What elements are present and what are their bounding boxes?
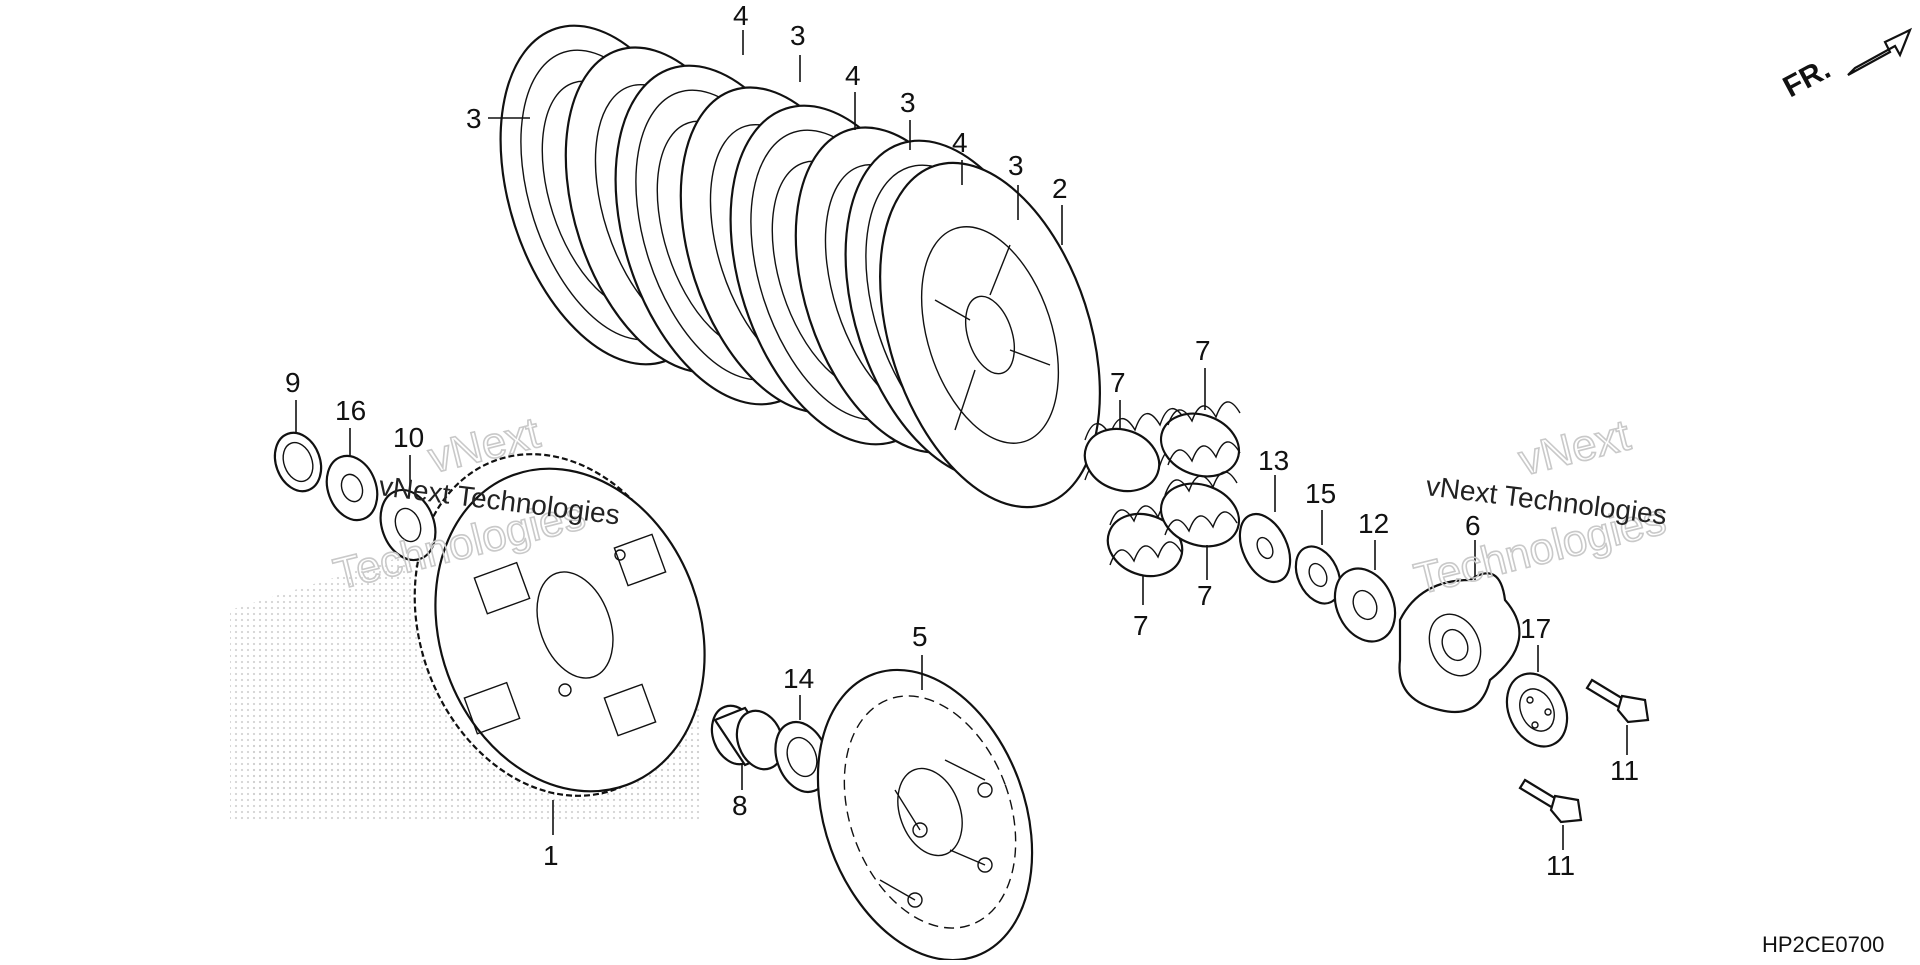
lock-washer-16	[325, 454, 379, 522]
callout-1: 1	[543, 840, 559, 871]
seal-9	[273, 431, 323, 493]
callout-2: 2	[1052, 173, 1068, 204]
callout-14: 14	[783, 663, 814, 694]
callout-8: 8	[732, 790, 748, 821]
front-direction-indicator: FR.	[1778, 27, 1913, 104]
callout-5: 5	[912, 621, 928, 652]
spring-7c	[1106, 501, 1184, 578]
spring-7b	[1159, 401, 1241, 478]
front-label: FR.	[1778, 52, 1836, 104]
bolt-11b	[1518, 778, 1583, 824]
washer-13	[1238, 512, 1292, 584]
callout-3: 3	[1008, 150, 1024, 181]
callout-7: 7	[1195, 335, 1211, 366]
leader-lines	[295, 30, 1628, 850]
callout-4: 4	[952, 127, 968, 158]
lifter-plate-12	[1333, 567, 1397, 643]
lifter-6	[1398, 572, 1521, 714]
callout-10: 10	[393, 422, 424, 453]
callout-4: 4	[733, 0, 749, 31]
clutch-center-5	[816, 668, 1034, 962]
callout-3: 3	[900, 87, 916, 118]
callout-3: 3	[466, 103, 482, 134]
callout-7: 7	[1110, 367, 1126, 398]
callout-15: 15	[1305, 478, 1336, 509]
callout-4: 4	[845, 60, 861, 91]
front-arrow-icon	[1847, 27, 1913, 76]
callout-12: 12	[1358, 508, 1389, 539]
callout-9: 9	[285, 367, 301, 398]
callout-17: 17	[1520, 613, 1551, 644]
callout-16: 16	[335, 395, 366, 426]
bolt-11a	[1585, 678, 1650, 724]
callout-labels: 3 4 3 4 3 4 3 2 9 16 10 1 8 14 5 7 7 7 7…	[285, 0, 1639, 881]
callout-3: 3	[790, 20, 806, 51]
callout-6: 6	[1465, 510, 1481, 541]
callout-11: 11	[1610, 755, 1639, 786]
svg-text:vNext: vNext	[1514, 411, 1635, 486]
bearing-17	[1505, 672, 1569, 748]
washer-14	[774, 721, 830, 793]
callout-7: 7	[1133, 610, 1149, 641]
washer-10	[379, 488, 437, 562]
callout-7: 7	[1197, 580, 1213, 611]
callout-13: 13	[1258, 445, 1289, 476]
pressure-plate-2	[879, 161, 1101, 509]
washer-15	[1294, 545, 1342, 605]
spring-7d	[1159, 471, 1241, 548]
clutch-outer-1	[413, 453, 706, 797]
diagram-code: HP2CE0700	[1762, 932, 1884, 957]
callout-11: 11	[1546, 850, 1575, 881]
